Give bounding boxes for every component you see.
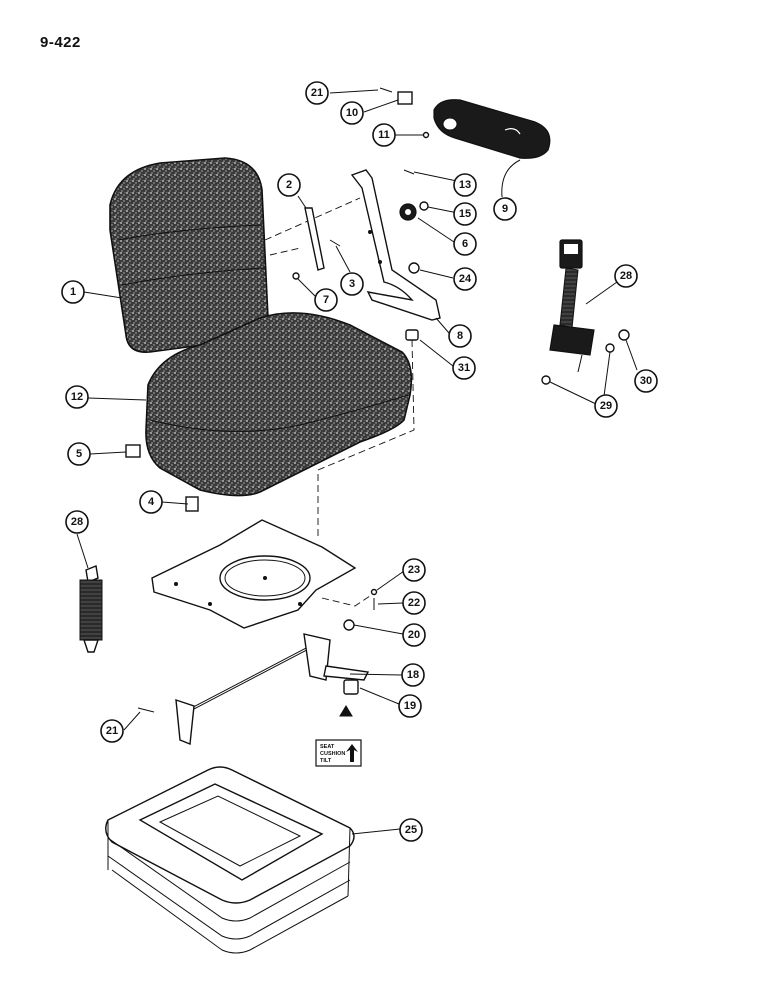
callout-10: 10 (340, 101, 364, 125)
svg-text:4: 4 (148, 496, 155, 508)
svg-text:13: 13 (459, 179, 471, 191)
screw-3 (329, 239, 341, 247)
callout-3: 3 (340, 272, 364, 296)
svg-text:29: 29 (600, 400, 612, 412)
svg-text:8: 8 (457, 330, 463, 342)
decal-line3: TILT (320, 758, 332, 764)
callout-28-left: 28 (65, 510, 89, 534)
svg-text:22: 22 (408, 597, 420, 609)
svg-text:30: 30 (640, 375, 652, 387)
svg-text:5: 5 (76, 448, 82, 460)
svg-text:28: 28 (620, 270, 632, 282)
callout-4: 4 (139, 490, 163, 514)
callout-28-right: 28 (614, 264, 638, 288)
callout-8: 8 (448, 324, 472, 348)
svg-text:18: 18 (407, 669, 419, 681)
callout-12: 12 (65, 385, 89, 409)
svg-text:3: 3 (349, 278, 355, 290)
grip-19 (343, 679, 359, 695)
seat-cushion (145, 312, 413, 497)
seat-back-cushion (109, 157, 269, 353)
callout-1: 1 (61, 280, 85, 304)
callout-20: 20 (402, 623, 426, 647)
svg-text:6: 6 (462, 238, 468, 250)
screw-11 (422, 131, 430, 139)
screw-21-top (379, 87, 393, 93)
callout-29: 29 (594, 394, 618, 418)
washer-29b (541, 375, 551, 385)
svg-text:20: 20 (408, 629, 420, 641)
svg-text:19: 19 (404, 700, 416, 712)
svg-text:10: 10 (346, 107, 358, 119)
clip-10 (397, 91, 413, 105)
callout-18: 18 (401, 663, 425, 687)
tilt-lever-assembly (175, 633, 370, 745)
callout-15: 15 (453, 202, 477, 226)
callout-21-bottom: 21 (100, 719, 124, 743)
decal-line1: SEAT (320, 744, 335, 750)
svg-text:25: 25 (405, 824, 417, 836)
svg-text:21: 21 (106, 725, 118, 737)
seat-base-plate (151, 519, 357, 629)
svg-text:28: 28 (71, 516, 83, 528)
washer-29 (605, 343, 615, 353)
svg-text:15: 15 (459, 208, 471, 220)
nut-24 (408, 262, 420, 274)
callout-7: 7 (314, 288, 338, 312)
nut-20 (343, 619, 355, 631)
callout-19: 19 (398, 694, 422, 718)
seat-back-strap (304, 207, 325, 271)
svg-text:9: 9 (502, 203, 508, 215)
adjustment-knob (399, 203, 417, 221)
callout-9: 9 (493, 197, 517, 221)
callout-11: 11 (372, 123, 396, 147)
nut-15 (419, 201, 429, 211)
callout-25: 25 (399, 818, 423, 842)
svg-text:12: 12 (71, 391, 83, 403)
nut-30 (618, 329, 630, 341)
page-number: 9-422 (40, 34, 81, 51)
svg-text:21: 21 (311, 87, 323, 99)
clip-5 (125, 444, 141, 458)
seat-belt-strap (79, 565, 103, 653)
callout-2: 2 (277, 173, 301, 197)
callout-24: 24 (453, 267, 477, 291)
svg-text:24: 24 (459, 273, 472, 285)
callout-23: 23 (402, 558, 426, 582)
hardware-parts (125, 87, 630, 713)
washer-23 (370, 588, 378, 596)
svg-text:1: 1 (70, 286, 76, 298)
svg-text:7: 7 (323, 294, 329, 306)
callout-5: 5 (67, 442, 91, 466)
decal-line2: CUSHION (320, 751, 345, 757)
svg-text:11: 11 (378, 129, 390, 141)
callout-22: 22 (402, 591, 426, 615)
suspension-boot (105, 766, 355, 954)
bolt-13 (403, 169, 415, 175)
callout-30: 30 (634, 369, 658, 393)
svg-text:2: 2 (286, 179, 292, 191)
spacer-31 (405, 329, 419, 341)
seat-belt-buckle (549, 239, 595, 373)
armrest-bracket (350, 169, 441, 321)
callout-13: 13 (453, 173, 477, 197)
seat-cushion-tilt-decal: SEAT CUSHION TILT (315, 705, 362, 767)
screw-7 (292, 272, 300, 280)
callout-6: 6 (453, 232, 477, 256)
assembly-dashed-lines (264, 197, 415, 607)
callout-21-top: 21 (305, 81, 329, 105)
svg-text:23: 23 (408, 564, 420, 576)
callout-31: 31 (452, 356, 476, 380)
spring-21 (137, 707, 155, 713)
armrest (433, 99, 551, 159)
svg-text:31: 31 (458, 362, 470, 374)
